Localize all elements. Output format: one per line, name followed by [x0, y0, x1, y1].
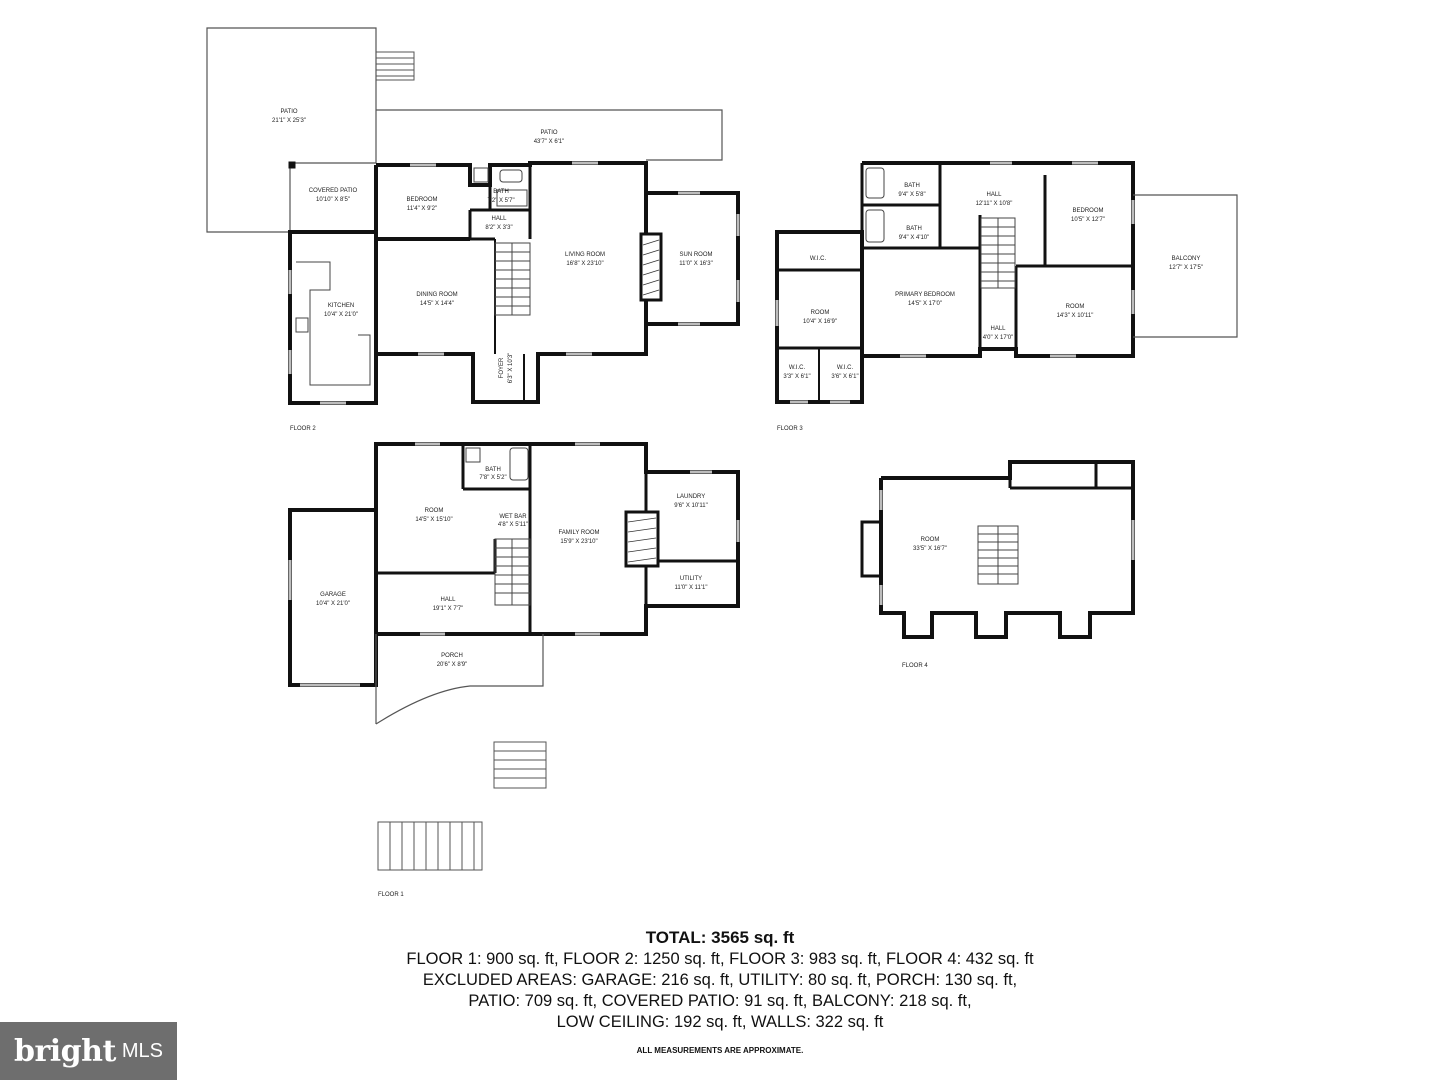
room-name: W.I.C.: [837, 365, 854, 371]
room-dims: 4'0" X 17'0": [983, 335, 1014, 341]
room-dims: 21'1" X 25'3": [272, 118, 306, 124]
bright-mls-logo: bright MLS: [0, 1022, 177, 1080]
room-dims: 11'0" X 11'1": [674, 585, 707, 591]
room-dims: 15'9" X 23'10": [560, 539, 597, 545]
room-name: BATH: [485, 467, 501, 473]
room-name: ROOM: [1066, 304, 1085, 310]
room-dims: 7'2" X 5'7": [487, 198, 514, 204]
room-name: BEDROOM: [1072, 208, 1103, 214]
room-name: BEDROOM: [406, 197, 437, 203]
approximation-note: ALL MEASUREMENTS ARE APPROXIMATE.: [636, 1046, 804, 1055]
room-dims: 12'7" X 17'5": [1169, 265, 1203, 271]
room-name: LIVING ROOM: [565, 252, 605, 258]
floor-label: FLOOR 3: [777, 426, 803, 432]
room-name: KITCHEN: [328, 303, 354, 309]
floor-label: FLOOR 4: [902, 663, 928, 669]
room-dims: 4'8" X 5'11": [498, 522, 528, 528]
floor-1-labels: BATH 7'8" X 5'2" ROOM 14'5" X 15'10" WET…: [316, 467, 708, 898]
room-dims: 19'1" X 7'7": [433, 606, 464, 612]
room-name: HALL: [990, 326, 1006, 332]
room-name: HALL: [440, 597, 456, 603]
room-name: LAUNDRY: [677, 494, 706, 500]
room-dims: 10'5" X 12'7": [1071, 217, 1105, 223]
room-dims: 14'5" X 17'0": [908, 301, 942, 307]
summary-line-2: EXCLUDED AREAS: GARAGE: 216 sq. ft, UTIL…: [422, 971, 1018, 989]
floor-3-labels: BATH 9'4" X 5'8" HALL 12'11" X 10'8" BED…: [777, 183, 1203, 432]
room-name: ROOM: [425, 508, 444, 514]
room-dims: 9'4" X 4'10": [899, 235, 930, 241]
floor-3-plan: [775, 161, 1238, 404]
room-dims: 10'4" X 21'0": [316, 601, 350, 607]
floor-4-plan: [860, 460, 1135, 639]
room-name: WET BAR: [499, 514, 527, 520]
room-name: PATIO: [540, 130, 557, 136]
room-dims: 9'4" X 5'8": [898, 192, 925, 198]
room-name: ROOM: [921, 537, 940, 543]
room-dims: 9'6" X 10'11": [674, 503, 707, 509]
logo-suffix: MLS: [121, 1039, 163, 1062]
room-dims: 10'4" X 21'0": [324, 312, 358, 318]
room-dims: 11'0" X 16'3": [679, 261, 712, 267]
floor-4-labels: ROOM 33'5" X 16'7" FLOOR 4: [902, 537, 947, 669]
room-name: UTILITY: [680, 576, 702, 582]
floor-1-plan: [288, 442, 740, 871]
room-dims: 12'11" X 10'8": [976, 201, 1013, 207]
room-dims: 14'5" X 15'10": [415, 517, 452, 523]
room-dims: 33'5" X 16'7": [913, 546, 947, 552]
floor-2-labels: PATIO 21'1" X 25'3" PATIO 43'7" X 6'1" C…: [272, 109, 713, 432]
room-name: GARAGE: [320, 592, 346, 598]
total-area: TOTAL: 3565 sq. ft: [645, 928, 795, 947]
room-name: BATH: [906, 226, 922, 232]
room-name: COVERED PATIO: [309, 188, 358, 194]
room-name: FOYER: [499, 357, 505, 378]
room-name: BATH: [904, 183, 920, 189]
room-name: SUN ROOM: [680, 252, 713, 258]
room-name: PORCH: [441, 653, 463, 659]
room-name: PATIO: [280, 109, 297, 115]
room-dims: 14'5" X 14'4": [420, 301, 454, 307]
floor-label: FLOOR 2: [290, 426, 316, 432]
room-name: FAMILY ROOM: [558, 530, 599, 536]
room-name: HALL: [986, 192, 1002, 198]
room-dims: 8'2" X 3'3": [485, 225, 512, 231]
room-name: BATH: [493, 189, 509, 195]
room-dims: 16'8" X 23'10": [566, 261, 603, 267]
room-name: BALCONY: [1172, 256, 1201, 262]
summary-line-1: FLOOR 1: 900 sq. ft, FLOOR 2: 1250 sq. f…: [406, 950, 1034, 968]
room-dims: 7'8" X 5'2": [479, 475, 506, 481]
room-name: DINING ROOM: [416, 292, 457, 298]
room-dims: 10'10" X 8'5": [316, 197, 350, 203]
floor-2-plan: [206, 27, 740, 405]
room-dims: 20'6" X 8'9": [437, 662, 468, 668]
room-dims: 10'4" X 16'9": [803, 319, 837, 325]
summary-line-4: LOW CEILING: 192 sq. ft, WALLS: 322 sq. …: [556, 1013, 884, 1031]
room-name: ROOM: [811, 310, 830, 316]
summary-line-3: PATIO: 709 sq. ft, COVERED PATIO: 91 sq.…: [468, 992, 972, 1010]
logo-word: bright: [14, 1033, 116, 1069]
room-dims: 11'4" X 9'2": [407, 206, 437, 212]
room-dims: 3'3" X 6'1": [783, 374, 810, 380]
room-name: W.I.C.: [789, 365, 806, 371]
room-name: W.I.C.: [810, 256, 827, 262]
room-dims: 3'6" X 6'1": [831, 374, 858, 380]
room-dims: 6'3" X 10'3": [508, 353, 514, 384]
floor-label: FLOOR 1: [378, 892, 404, 898]
room-name: PRIMARY BEDROOM: [895, 292, 955, 298]
room-dims: 43'7" X 6'1": [534, 139, 565, 145]
room-dims: 14'3" X 10'11": [1057, 313, 1094, 319]
room-name: HALL: [491, 216, 507, 222]
